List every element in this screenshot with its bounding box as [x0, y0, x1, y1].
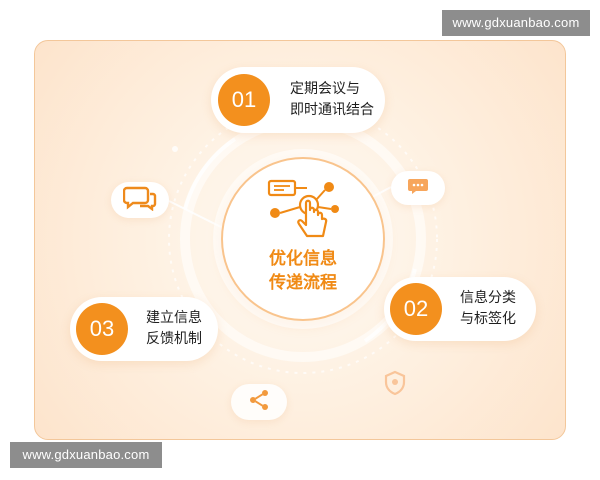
chat-bubbles-bubble — [111, 182, 169, 218]
share-icon — [247, 388, 271, 416]
step-02-text: 信息分类 与标签化 — [460, 290, 516, 327]
center-hub: 优化信息 传递流程 — [221, 157, 385, 321]
watermark-top: www.gdxuanbao.com — [442, 10, 590, 36]
step-02-card: 02 信息分类 与标签化 — [384, 277, 536, 341]
shield-icon — [382, 370, 408, 400]
share-bubble — [231, 384, 287, 420]
step-03-card: 03 建立信息 反馈机制 — [70, 297, 218, 361]
step-03-text: 建立信息 反馈机制 — [146, 310, 202, 347]
step-01-card: 01 定期会议与 即时通讯结合 — [211, 67, 385, 133]
step-01-text: 定期会议与 即时通讯结合 — [290, 81, 374, 118]
diagram-card: 优化信息 传递流程 01 定期会议与 即时通讯结合 02 信息分类 与标签化 0… — [34, 40, 566, 440]
watermark-bottom: www.gdxuanbao.com — [10, 442, 162, 468]
step-01-number: 01 — [218, 74, 270, 126]
message-dots-bubble — [391, 171, 445, 205]
step-02-number: 02 — [390, 283, 442, 335]
chat-bubbles-icon — [122, 185, 157, 215]
shield-bubble — [375, 367, 415, 403]
click-network-icon — [265, 177, 345, 247]
step-03-number: 03 — [76, 303, 128, 355]
message-dots-icon — [407, 177, 429, 199]
center-title: 优化信息 传递流程 — [269, 249, 337, 293]
